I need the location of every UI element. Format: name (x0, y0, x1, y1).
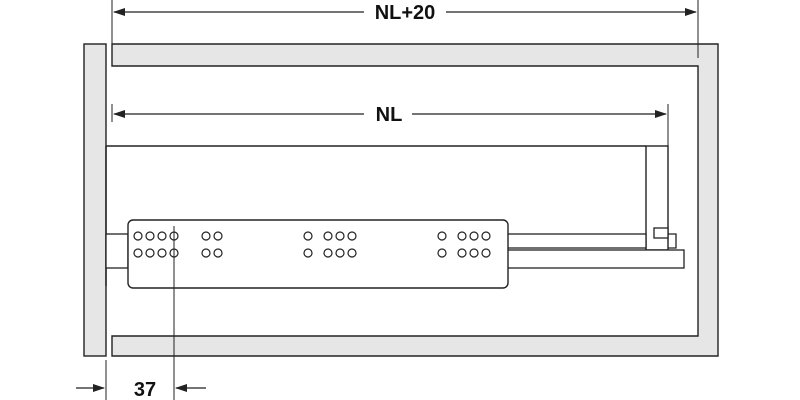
runner-body (127, 219, 509, 289)
overall-length-label: NL+20 (375, 2, 436, 24)
mounting-hole (347, 248, 357, 258)
mounting-hole (213, 231, 223, 241)
mounting-hole (481, 248, 491, 258)
dimension-front-offset: 37 (76, 226, 206, 400)
cabinet-frame (111, 43, 719, 357)
mounting-hole (145, 231, 155, 241)
mounting-hole (157, 248, 167, 258)
mounting-hole (469, 231, 479, 241)
mounting-holes (133, 231, 491, 258)
front-offset-label: 37 (134, 379, 156, 400)
mounting-hole (323, 248, 333, 258)
mounting-hole (201, 248, 211, 258)
nominal-length-label: NL (376, 104, 403, 126)
mounting-hole (303, 231, 313, 241)
mounting-hole (133, 231, 143, 241)
mounting-hole (481, 231, 491, 241)
mounting-hole (457, 248, 467, 258)
runner-rails (105, 233, 685, 269)
mounting-hole (469, 248, 479, 258)
mounting-hole (335, 248, 345, 258)
mounting-hole (157, 231, 167, 241)
drawer-box (105, 145, 669, 286)
mounting-hole (437, 231, 447, 241)
mounting-hole (201, 231, 211, 241)
dimension-overall: NL+20 (111, 0, 699, 58)
mounting-hole (303, 248, 313, 258)
upper-rail (505, 233, 647, 249)
mounting-hole (457, 231, 467, 241)
rear-clip (653, 227, 677, 249)
mounting-hole (347, 231, 357, 241)
mounting-hole (145, 248, 155, 258)
cabinet-outer (111, 43, 719, 357)
mounting-hole (335, 231, 345, 241)
mounting-hole (213, 248, 223, 258)
mounting-hole (437, 248, 447, 258)
mounting-hole (323, 231, 333, 241)
dimension-nominal: NL (111, 104, 669, 146)
mounting-hole (133, 248, 143, 258)
lower-rail (505, 249, 685, 269)
front-panel (83, 43, 107, 357)
left-rail-stub (105, 233, 129, 269)
